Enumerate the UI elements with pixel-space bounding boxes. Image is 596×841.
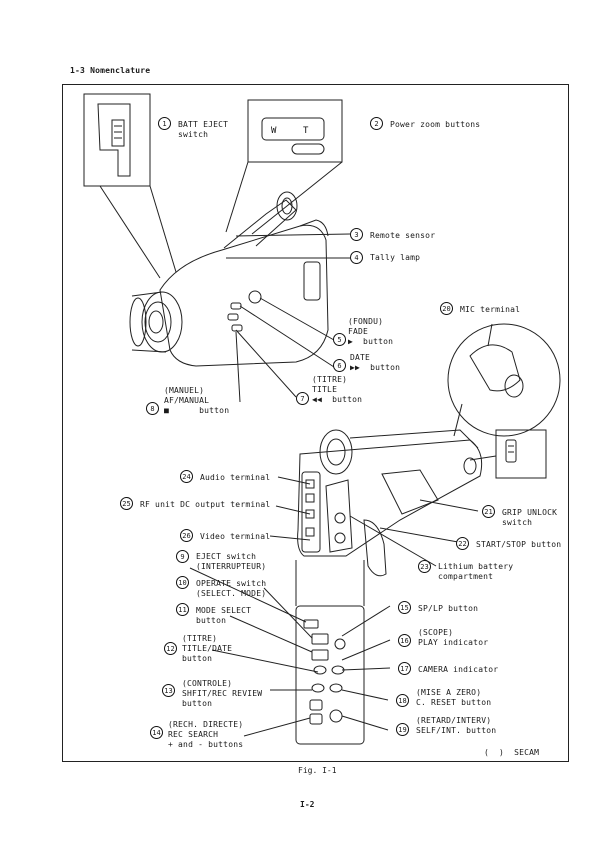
callout-number-26: 26 — [180, 529, 193, 542]
zoom-key-w: W — [271, 126, 277, 136]
callout-label-2: Power zoom buttons — [390, 120, 481, 129]
callout-label-18: (MISE A ZERO) C. RESET button — [416, 688, 492, 707]
callout-label-21: GRIP UNLOCK switch — [502, 508, 558, 527]
secam-legend-note: ( ) SECAM — [484, 748, 540, 757]
callout-label-22: START/STOP button — [476, 540, 562, 549]
callout-label-8: (MANUEL) AF/MANUAL ■ button — [164, 386, 230, 415]
callout-label-24: Audio terminal — [200, 473, 271, 482]
callout-label-11: MODE SELECT button — [196, 606, 252, 625]
callout-label-13: (CONTROLE) SHFIT/REC REVIEW button — [182, 679, 263, 708]
callout-number-2: 2 — [370, 117, 383, 130]
callout-number-14: 14 — [150, 726, 163, 739]
callout-label-9: EJECT switch (INTERRUPTEUR) — [196, 552, 267, 571]
callout-label-15: SP/LP button — [418, 604, 479, 613]
callout-number-3: 3 — [350, 228, 363, 241]
page-number: I-2 — [300, 800, 315, 809]
callout-label-12: (TITRE) TITLE/DATE button — [182, 634, 233, 663]
callout-label-20: MIC terminal — [460, 305, 521, 314]
callout-number-16: 16 — [398, 634, 411, 647]
callout-number-1: 1 — [158, 117, 171, 130]
callout-label-6: DATE ▶▶ button — [350, 353, 401, 372]
callout-number-11: 11 — [176, 603, 189, 616]
callout-label-10: OPERATE switch (SELECT. MODE) — [196, 579, 267, 598]
callout-number-13: 13 — [162, 684, 175, 697]
callout-label-23: Lithium battery compartment — [438, 562, 514, 581]
section-heading: 1-3 Nomenclature — [70, 66, 151, 75]
callout-label-16: (SCOPE) PLAY indicator — [418, 628, 489, 647]
figure-caption: Fig. I-1 — [298, 766, 337, 775]
callout-number-7: 7 — [296, 392, 309, 405]
callout-number-6: 6 — [333, 359, 346, 372]
callout-number-4: 4 — [350, 251, 363, 264]
callout-label-19: (RETARD/INTERV) SELF/INT. button — [416, 716, 497, 735]
callout-label-1: BATT EJECT switch — [178, 120, 229, 139]
callout-label-26: Video terminal — [200, 532, 271, 541]
callout-label-25: RF unit DC output terminal — [140, 500, 271, 509]
callout-label-5: (FONDU) FADE ▶ button — [348, 317, 394, 346]
zoom-key-t: T — [303, 126, 309, 136]
callout-number-15: 15 — [398, 601, 411, 614]
callout-number-21: 21 — [482, 505, 495, 518]
callout-label-7: (TITRE) TITLE ◀◀ button — [312, 375, 363, 404]
control-panel — [295, 605, 365, 745]
callout-number-5: 5 — [333, 333, 346, 346]
mic-terminal-inset — [447, 323, 561, 437]
callout-number-20: 20 — [440, 302, 453, 315]
callout-number-24: 24 — [180, 470, 193, 483]
callout-label-17: CAMERA indicator — [418, 665, 499, 674]
callout-number-22: 22 — [456, 537, 469, 550]
callout-label-14: (RECH. DIRECTE) REC SEARCH + and - butto… — [168, 720, 244, 749]
callout-number-8: 8 — [146, 402, 159, 415]
callout-number-25: 25 — [120, 497, 133, 510]
callout-number-19: 19 — [396, 723, 409, 736]
callout-label-3: Remote sensor — [370, 231, 436, 240]
callout-label-4: Tally lamp — [370, 253, 421, 262]
callout-number-10: 10 — [176, 576, 189, 589]
callout-number-23: 23 — [418, 560, 431, 573]
figure-frame — [62, 84, 569, 762]
zoom-inset — [247, 99, 343, 163]
camera-body-front — [159, 224, 329, 367]
callout-number-18: 18 — [396, 694, 409, 707]
callout-number-12: 12 — [164, 642, 177, 655]
callout-number-17: 17 — [398, 662, 411, 675]
callout-number-9: 9 — [176, 550, 189, 563]
batt-eject-inset — [83, 93, 151, 187]
